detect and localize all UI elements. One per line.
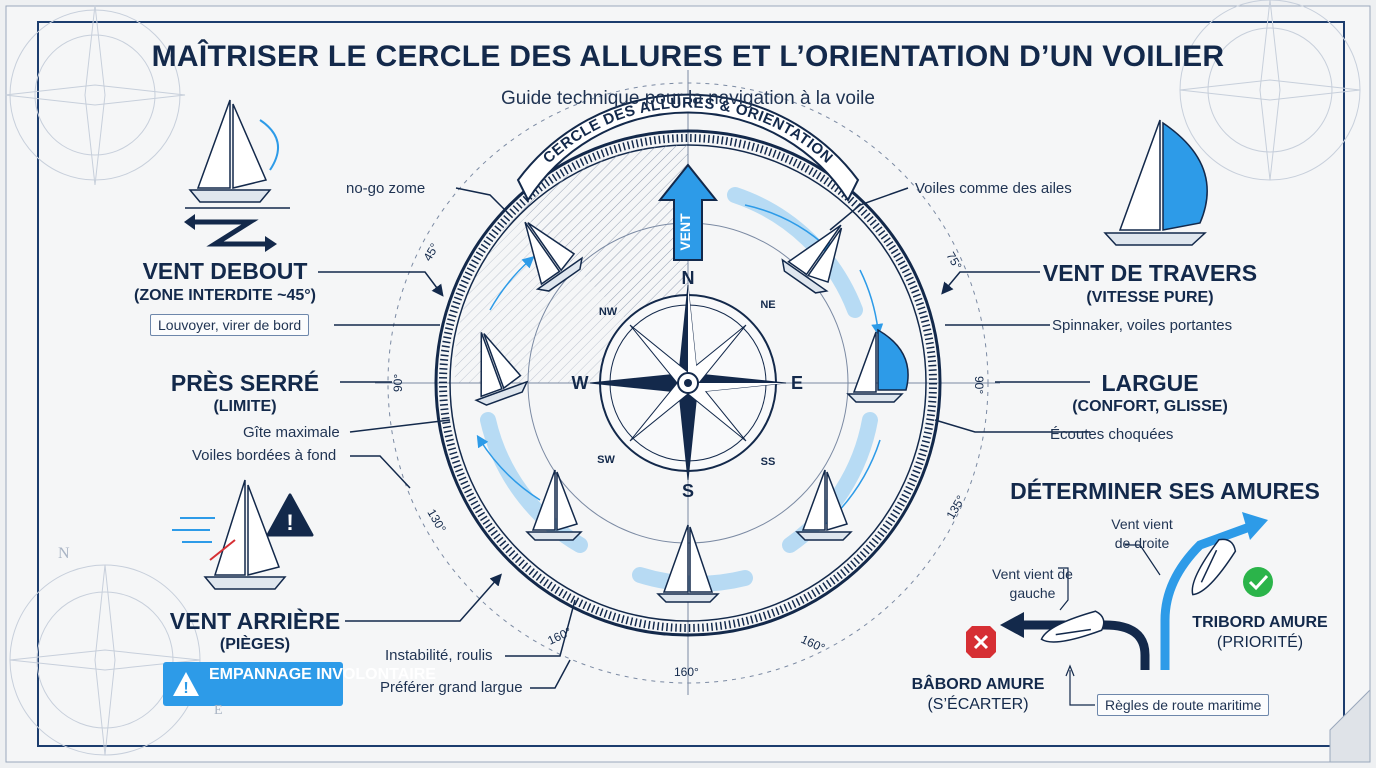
check-icon (1243, 567, 1273, 597)
empannage-text: EMPANNAGE INVOLONTAIRE (209, 666, 436, 683)
vent-debout-illustration (184, 99, 290, 252)
instabilite-note: Instabilité, roulis (385, 647, 493, 664)
decor-compass-bottomleft (9, 564, 201, 756)
tribord-title: TRIBORD AMURE (1192, 614, 1328, 631)
compass-se: SS (761, 456, 776, 468)
babord-boat (1040, 610, 1105, 643)
ecoutes-note: Écoutes choquées (1050, 426, 1174, 443)
vent-arriere-illustration: ! (172, 479, 314, 590)
no-go-label: no-go zome (346, 180, 426, 197)
leader-lines (318, 187, 1090, 689)
compass-n: N (682, 268, 695, 288)
pres-serre-sub: (LIMITE) (213, 398, 277, 415)
angle-160-bottom: 160° (674, 665, 699, 679)
vent-arriere-sub: (PIÈGES) (219, 636, 291, 653)
vent-arriere-title: VENT ARRIÈRE (169, 608, 341, 634)
wind-arrow: VENT (657, 163, 719, 261)
compass-ne: NE (760, 299, 775, 311)
svg-text:!: ! (286, 510, 293, 535)
angle-90-right: 90° (972, 376, 986, 394)
voiles-bordees-note: Voiles bordées à fond (192, 447, 337, 464)
decor-compass-topleft (4, 4, 186, 186)
empannage-warning: ! EMPANNAGE INVOLONTAIRE (163, 662, 436, 706)
vent-gauche-label: Vent vient de gauche (992, 566, 1073, 601)
tribord-boat (1191, 538, 1237, 596)
babord-sub: (S’ÉCARTER) (927, 696, 1029, 713)
gite-note: Gîte maximale (243, 424, 340, 441)
circle-banner (516, 93, 860, 203)
spinnaker-note: Spinnaker, voiles portantes (1052, 317, 1233, 334)
largue-sub: (CONFORT, GLISSE) (1072, 398, 1228, 415)
angle-90-left: 90° (391, 374, 405, 392)
preferer-note: Préférer grand largue (380, 679, 523, 696)
regles-box: Règles de route maritime (1097, 694, 1270, 716)
ailes-note: Voiles comme des ailes (915, 180, 1072, 197)
vent-debout-title: VENT DEBOUT (142, 258, 308, 284)
vent-debout-sub: (ZONE INTERDITE ~45°) (134, 287, 316, 304)
compass-nw: NW (599, 306, 618, 318)
page-subtitle: Guide technique pour la navigation à la … (501, 88, 875, 109)
compass-sw: SW (597, 454, 615, 466)
page-title: MAÎTRISER LE CERCLE DES ALLURES ET L’ORI… (151, 40, 1225, 73)
angle-labels: 45° 75° 90° 90° 130° 135° 160° 160° 160° (391, 241, 986, 679)
svg-text:!: ! (183, 680, 188, 697)
tribord-sub: (PRIORITÉ) (1216, 634, 1304, 651)
compass-labels: N S E W NW NE SW SS (572, 268, 804, 501)
decor-corner-n: N (58, 545, 70, 562)
vent-travers-sub: (VITESSE PURE) (1086, 289, 1214, 306)
vent-debout-box: Louvoyer, virer de bord (150, 314, 310, 336)
largue-title: LARGUE (1101, 370, 1199, 396)
decor-compass-topright (1179, 0, 1361, 181)
page-curl (1329, 688, 1371, 763)
decor-corner-e: E (214, 703, 223, 718)
amures-diagram (966, 512, 1273, 706)
amures-title: DÉTERMINER SES AMURES (1010, 478, 1320, 504)
warning-icon: ! (173, 672, 199, 697)
pres-serre-title: PRÈS SERRÉ (170, 370, 320, 396)
wind-label: VENT (677, 213, 693, 251)
babord-title: BÂBORD AMURE (911, 676, 1045, 693)
blueprint-frame (37, 21, 1345, 747)
compass-e: E (791, 373, 803, 393)
circle-sailboats (474, 221, 909, 603)
vent-travers-illustration (1103, 119, 1208, 246)
vent-droite-label: Vent vient de droite (1111, 516, 1173, 551)
compass-rose (589, 284, 787, 481)
vent-travers-title: VENT DE TRAVERS (1042, 260, 1258, 286)
compass-w: W (572, 373, 589, 393)
compass-s: S (682, 481, 694, 501)
